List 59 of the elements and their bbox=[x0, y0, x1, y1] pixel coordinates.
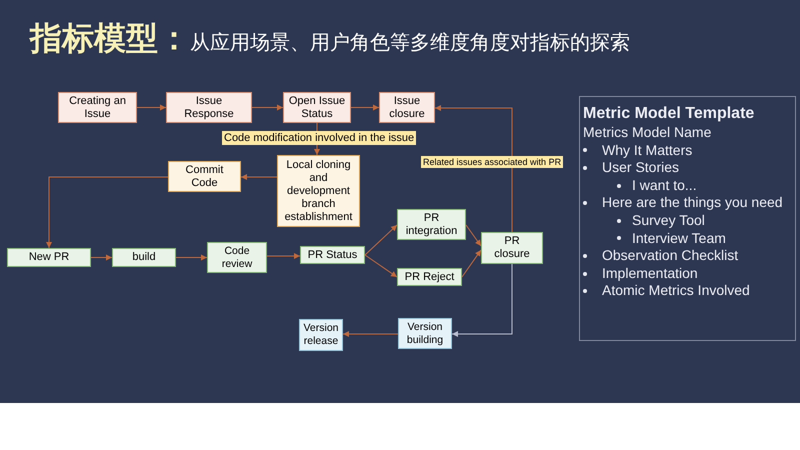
process-box bbox=[397, 268, 462, 286]
process-box bbox=[397, 209, 466, 240]
connector-arrow bbox=[462, 250, 482, 278]
connector-arrow bbox=[240, 174, 278, 180]
connector-arrow bbox=[342, 331, 398, 337]
node-label: Local cloning and development branch establishment bbox=[284, 158, 354, 224]
process-box bbox=[300, 246, 365, 264]
node-label: Open Issue Status bbox=[288, 94, 346, 120]
process-box bbox=[398, 318, 452, 349]
connector-arrow bbox=[90, 254, 112, 260]
node-label: Metrics Model Name bbox=[583, 124, 712, 142]
connector-arrow bbox=[176, 254, 208, 260]
node-label: PR integration bbox=[404, 212, 458, 238]
node-label: Here are the things you need bbox=[602, 194, 783, 212]
slide-title: 指标模型：从应用场景、用户角色等多维度角度对指标的探索 bbox=[30, 19, 630, 58]
node-label: User Stories bbox=[602, 159, 680, 177]
node-label: Issue Response bbox=[183, 94, 235, 120]
connector-arrow bbox=[136, 104, 166, 110]
node-label: Code review bbox=[220, 244, 254, 270]
connector-arrow bbox=[350, 104, 380, 110]
connector-arrow bbox=[364, 254, 398, 278]
connector-arrow bbox=[466, 224, 482, 246]
connector-arrow bbox=[364, 224, 398, 256]
node-label: Issue closure bbox=[388, 94, 426, 120]
node-label: Why It Matters bbox=[602, 142, 692, 160]
node-label: Metric Model Template bbox=[583, 104, 756, 124]
node-label: PR Reject bbox=[404, 270, 454, 284]
edge-label: Related issues associated with PR bbox=[421, 156, 564, 168]
node-label: PR Status bbox=[308, 248, 358, 262]
process-box bbox=[283, 92, 351, 123]
node-label: Atomic Metrics Involved bbox=[602, 282, 750, 300]
node-label: New PR bbox=[28, 251, 70, 264]
node-label: I want to... bbox=[632, 176, 697, 194]
template-panel bbox=[579, 96, 796, 341]
process-box bbox=[7, 248, 91, 267]
node-label: Interview Team bbox=[632, 230, 726, 248]
process-box bbox=[481, 232, 543, 264]
process-box bbox=[277, 155, 360, 227]
node-label: Observation Checklist bbox=[602, 247, 738, 265]
process-box bbox=[379, 92, 435, 123]
connector-arrow bbox=[46, 176, 168, 248]
process-box bbox=[166, 92, 252, 123]
node-label: Implementation bbox=[602, 264, 698, 282]
connector-arrow bbox=[434, 105, 512, 232]
process-box bbox=[207, 242, 267, 273]
edge-label: Code modification involved in the issue bbox=[222, 131, 416, 145]
node-label: Commit Code bbox=[184, 164, 224, 190]
connector-arrow bbox=[452, 264, 512, 337]
process-box bbox=[112, 248, 176, 267]
connector-arrow bbox=[252, 104, 284, 110]
process-box bbox=[168, 161, 241, 192]
node-label: Version building bbox=[406, 320, 444, 346]
node-label: build bbox=[132, 251, 156, 264]
node-label: PR closure bbox=[493, 235, 531, 261]
node-label: Version release bbox=[303, 322, 339, 348]
node-label: Creating an Issue bbox=[68, 94, 127, 120]
node-label: Survey Tool bbox=[632, 212, 705, 230]
process-box bbox=[58, 92, 137, 123]
connector-arrow bbox=[266, 253, 300, 259]
